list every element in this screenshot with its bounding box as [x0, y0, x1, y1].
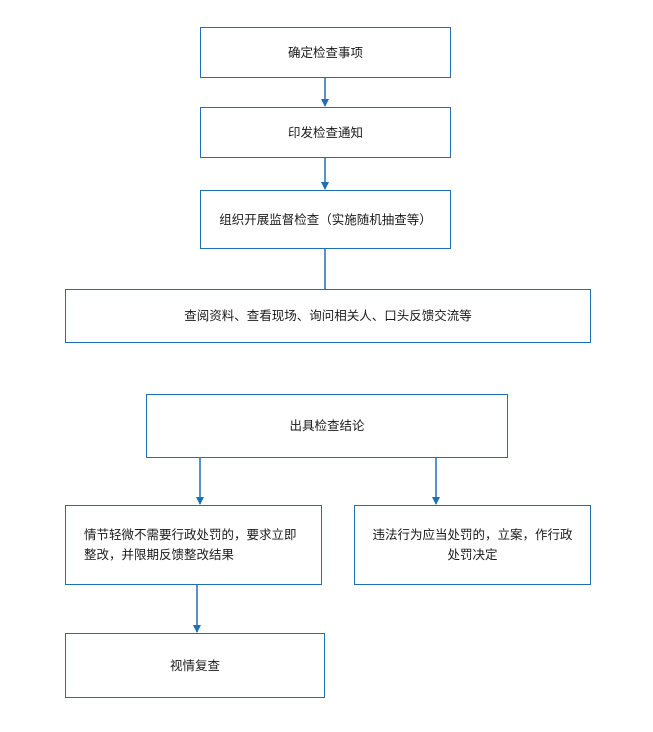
step-issue-conclusion: 出具检查结论 — [146, 394, 508, 458]
step-organize-inspection-label: 组织开展监督检查（实施随机抽查等） — [219, 211, 432, 227]
step-recheck-label: 视情复查 — [169, 657, 220, 673]
step-recheck: 视情复查 — [65, 633, 325, 698]
step-penalty-decision: 违法行为应当处罚的，立案，作行政处罚决定 — [354, 505, 591, 585]
step-determine-items-label: 确定检查事项 — [287, 44, 363, 60]
step-review-materials: 查阅资料、查看现场、询问相关人、口头反馈交流等 — [65, 289, 591, 343]
step-issue-notice: 印发检查通知 — [200, 107, 451, 158]
step-issue-conclusion-label: 出具检查结论 — [289, 418, 365, 433]
step-organize-inspection: 组织开展监督检查（实施随机抽查等） — [200, 190, 451, 249]
step-minor-rectify: 情节轻微不需要行政处罚的，要求立即整改，并限期反馈整改结果 — [65, 505, 322, 585]
step-determine-items: 确定检查事项 — [200, 27, 451, 78]
step-minor-rectify-label: 情节轻微不需要行政处罚的，要求立即整改，并限期反馈整改结果 — [84, 527, 297, 562]
step-issue-notice-label: 印发检查通知 — [287, 124, 363, 140]
step-review-materials-label: 查阅资料、查看现场、询问相关人、口头反馈交流等 — [184, 308, 472, 323]
step-penalty-decision-label: 违法行为应当处罚的，立案，作行政处罚决定 — [372, 527, 573, 562]
